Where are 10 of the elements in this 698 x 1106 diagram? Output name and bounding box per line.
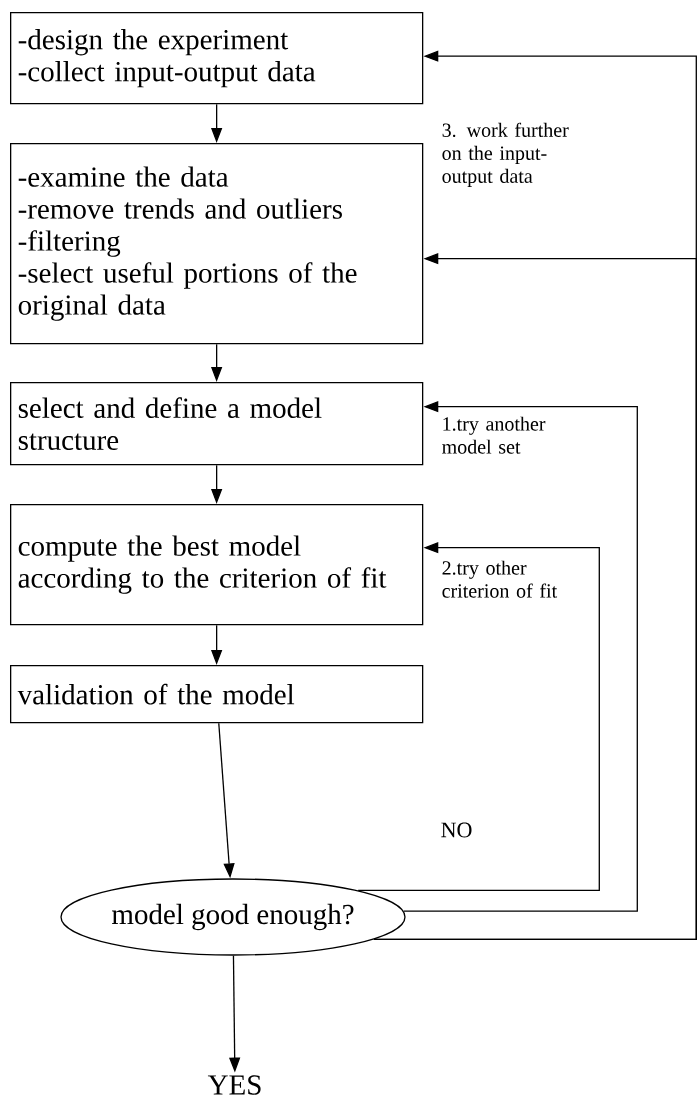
outcome-text: YES — [207, 1075, 261, 1095]
process-box: -examine the data -remove trends and outliers -filtering -select useful portions of the original data — [10, 143, 424, 345]
edge-label: 2.try other criterion of fit — [442, 560, 558, 598]
edge-label: 1.try another model set — [442, 416, 546, 454]
edge-label: 3. work further on the input-output data — [442, 122, 569, 187]
process-box: compute the best model according to the criterion of fit — [10, 504, 424, 626]
process-box: -design the experiment -collect input-output data — [10, 12, 424, 105]
process-box: select and define a model structure — [10, 382, 424, 466]
branch-label: NO — [441, 822, 472, 838]
process-box: validation of the model — [10, 665, 424, 724]
